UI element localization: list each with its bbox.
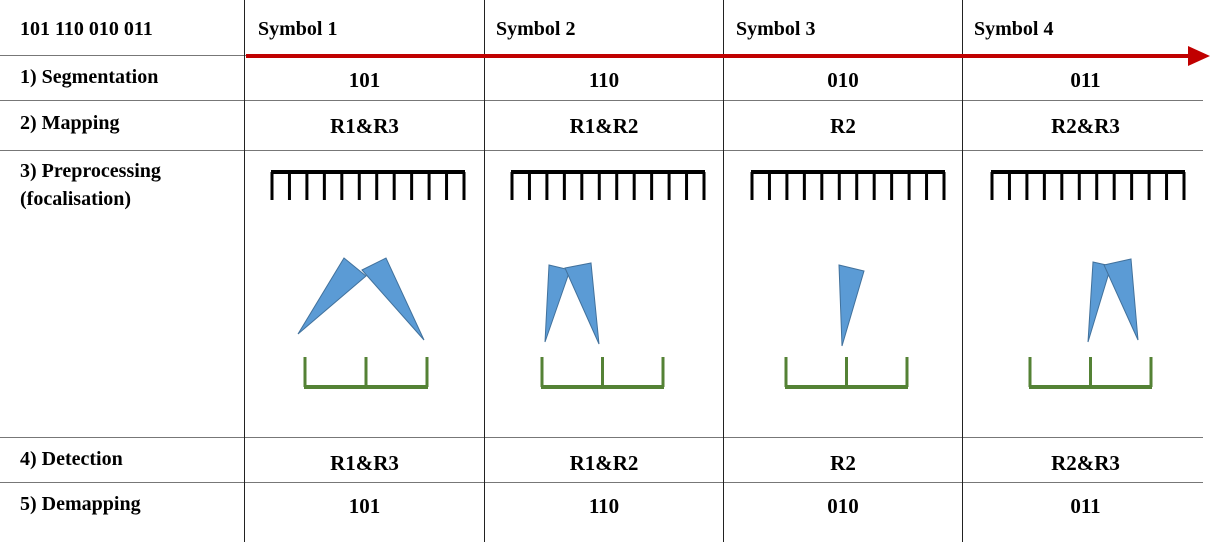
demapping-cell: 101 (348, 494, 381, 518)
demapping-cell: 110 (588, 494, 620, 518)
beam-group-1 (297, 257, 425, 341)
beam-group-3 (838, 264, 865, 347)
row-label-focalisation: (focalisation) (20, 188, 132, 210)
symbol-4-header: Symbol 4 (974, 18, 1054, 40)
receiver-array-1 (303, 357, 429, 389)
transmitter-array-2 (510, 170, 706, 200)
detection-cell: R2 (830, 451, 856, 475)
row-divider (0, 150, 1203, 151)
beam-group-4 (1087, 258, 1139, 343)
mapping-cell: R2&R3 (1051, 114, 1120, 138)
transmitter-array-3 (750, 170, 946, 200)
beam-icon (1103, 258, 1139, 341)
segmentation-cell: 101 (348, 68, 381, 92)
row-label-segmentation: 1) Segmentation (20, 66, 159, 88)
segmentation-cell: 011 (1070, 68, 1101, 92)
transmitter-array-1 (270, 170, 466, 200)
beam-icon (297, 257, 367, 335)
beam-icon (564, 262, 600, 345)
detection-cell: R1&R2 (569, 451, 639, 475)
symbol-2-header: Symbol 2 (496, 18, 576, 40)
row-divider (0, 482, 1203, 483)
beam-group-2 (544, 262, 600, 345)
detection-cell: R1&R3 (330, 451, 399, 475)
column-divider (723, 0, 724, 542)
symbol-3-header: Symbol 3 (736, 18, 816, 40)
beam-icon (361, 257, 425, 341)
row-label-demapping: 5) Demapping (20, 493, 141, 515)
mapping-cell: R1&R3 (330, 114, 399, 138)
column-divider (484, 0, 485, 542)
demapping-cell: 010 (827, 494, 859, 518)
transmitter-array-4 (990, 170, 1186, 200)
receiver-array-4 (1028, 357, 1153, 389)
column-divider (244, 0, 245, 542)
segmentation-cell: 010 (827, 68, 859, 92)
detection-cell: R2&R3 (1051, 451, 1120, 475)
row-label-detection: 4) Detection (20, 448, 123, 470)
mapping-cell: R2 (830, 114, 856, 138)
row-divider (0, 100, 1203, 101)
receiver-array-3 (784, 357, 909, 389)
column-divider (962, 0, 963, 542)
time-arrow-head (1188, 46, 1210, 66)
beam-icon (838, 264, 865, 347)
row-label-mapping: 2) Mapping (20, 112, 120, 134)
beam-icon (1087, 261, 1112, 343)
symbol-1-header: Symbol 1 (258, 18, 338, 40)
receiver-array-2 (540, 357, 665, 389)
row-divider (0, 437, 1203, 438)
beam-icon (544, 264, 571, 343)
segmentation-cell: 110 (588, 68, 620, 92)
mapping-cell: R1&R2 (569, 114, 639, 138)
row-label-preprocessing: 3) Preprocessing (20, 160, 161, 182)
bit-sequence: 101 110 010 011 (20, 18, 153, 40)
demapping-cell: 011 (1070, 494, 1101, 518)
